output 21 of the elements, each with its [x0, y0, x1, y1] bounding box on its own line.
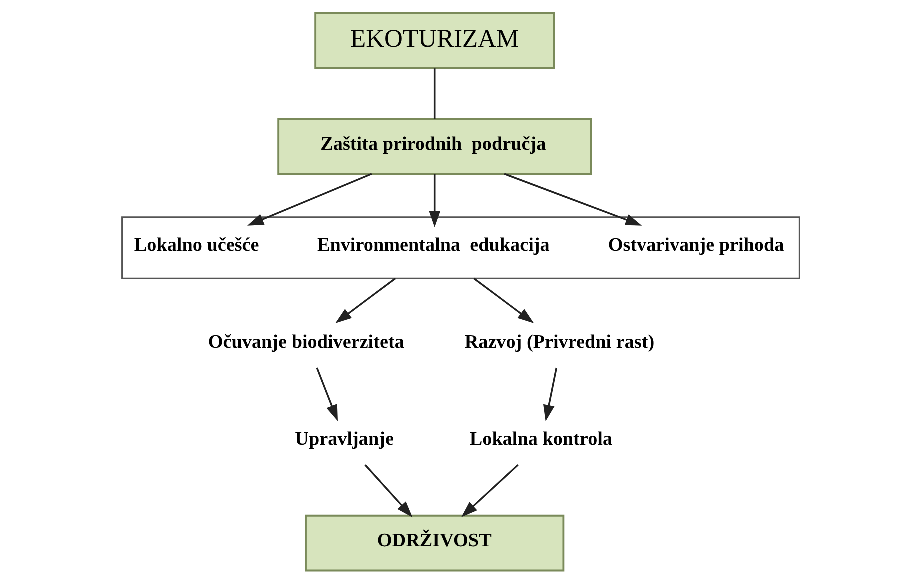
node-box: EKOTURIZAM [314, 12, 555, 70]
arrow [543, 368, 558, 422]
node-text: Očuvanje biodiverziteta [208, 332, 404, 354]
node-text: Ostvarivanje prihoda [608, 235, 784, 256]
arrow [335, 278, 396, 324]
node-text: Upravljanje [294, 429, 394, 450]
arrow [473, 278, 534, 324]
cluster [121, 216, 800, 280]
arrow [428, 174, 440, 228]
node-box: Zaštita prirodnih područja [277, 118, 592, 175]
arrow [364, 464, 412, 518]
arrow [316, 368, 338, 422]
node-box: ODRŽIVOST [304, 514, 564, 572]
connector [433, 68, 436, 120]
arrow [504, 173, 642, 226]
node-text: Environmentalna edukacija [316, 235, 550, 256]
node-text: Razvoj (Privredni rast) [464, 332, 654, 354]
arrow [461, 464, 518, 518]
arrow [247, 173, 372, 226]
node-text: Lokalna kontrola [469, 429, 612, 450]
node-text: Lokalno učešće [134, 235, 259, 256]
